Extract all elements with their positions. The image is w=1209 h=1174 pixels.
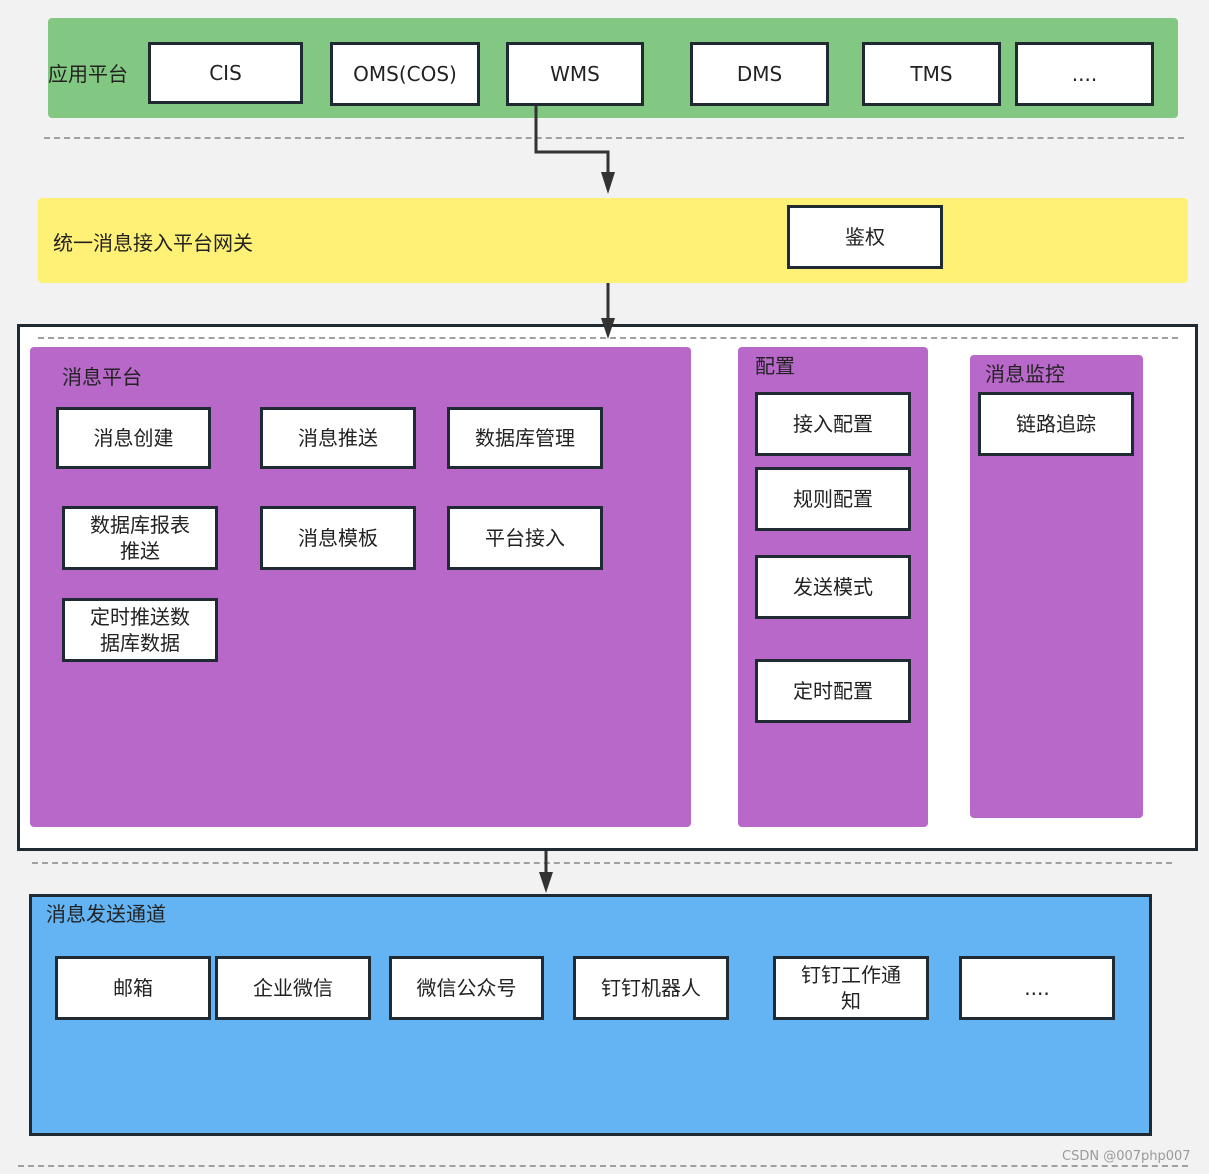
app-dms-box[interactable]: DMS — [690, 42, 829, 106]
app-platform-label: 应用平台 — [48, 62, 128, 86]
divider-line — [44, 137, 1184, 139]
config-label: 配置 — [755, 354, 795, 378]
scheduled-push-box[interactable]: 定时推送数据库数据 — [62, 598, 218, 662]
channel-dingtalk-notice-box[interactable]: 钉钉工作通知 — [773, 956, 929, 1020]
app-oms-box[interactable]: OMS(COS) — [330, 42, 480, 106]
app-cis-box[interactable]: CIS — [148, 42, 303, 104]
divider-line — [18, 1165, 1188, 1167]
app-tms-box[interactable]: TMS — [862, 42, 1001, 106]
channel-more-box[interactable]: .... — [959, 956, 1115, 1020]
access-config-box[interactable]: 接入配置 — [755, 392, 911, 456]
app-more-box[interactable]: .... — [1015, 42, 1154, 106]
app-wms-box[interactable]: WMS — [506, 42, 644, 106]
divider-line — [38, 337, 1178, 339]
channel-wecom-box[interactable]: 企业微信 — [215, 956, 371, 1020]
channels-label: 消息发送通道 — [46, 902, 166, 926]
message-platform-label: 消息平台 — [62, 365, 142, 389]
channel-email-box[interactable]: 邮箱 — [55, 956, 211, 1020]
gateway-band — [38, 198, 1188, 283]
db-report-push-box[interactable]: 数据库报表推送 — [62, 506, 218, 570]
channel-dingtalk-robot-box[interactable]: 钉钉机器人 — [573, 956, 729, 1020]
auth-box[interactable]: 鉴权 — [787, 205, 943, 269]
channel-wechat-official-box[interactable]: 微信公众号 — [389, 956, 544, 1020]
platform-access-box[interactable]: 平台接入 — [447, 506, 603, 570]
watermark: CSDN @007php007 — [1062, 1149, 1191, 1164]
monitor-label: 消息监控 — [985, 362, 1065, 386]
msg-push-box[interactable]: 消息推送 — [260, 407, 416, 469]
msg-template-box[interactable]: 消息模板 — [260, 506, 416, 570]
gateway-label: 统一消息接入平台网关 — [53, 231, 253, 255]
msg-create-box[interactable]: 消息创建 — [56, 407, 211, 469]
db-manage-box[interactable]: 数据库管理 — [447, 407, 603, 469]
send-mode-box[interactable]: 发送模式 — [755, 555, 911, 619]
rule-config-box[interactable]: 规则配置 — [755, 467, 911, 531]
timer-config-box[interactable]: 定时配置 — [755, 659, 911, 723]
divider-line — [32, 862, 1172, 864]
trace-box[interactable]: 链路追踪 — [978, 392, 1134, 456]
